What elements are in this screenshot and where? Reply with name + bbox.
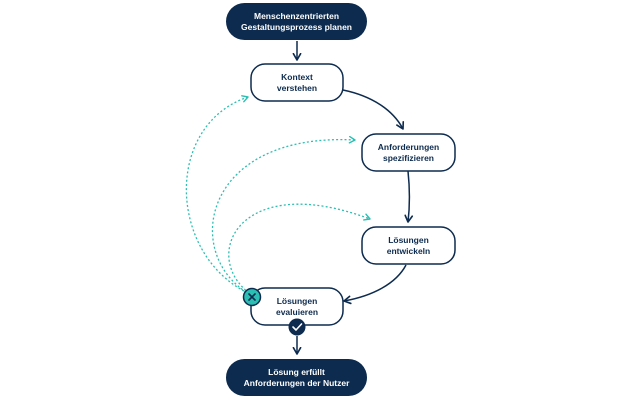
check-icon — [288, 318, 306, 336]
close-icon — [242, 287, 262, 307]
node-evaluate-line2: evaluieren — [276, 307, 318, 317]
node-start: Menschenzentrierten Gestaltungsprozess p… — [226, 3, 367, 40]
arrow-context-to-requirements — [342, 89, 405, 130]
node-context-line1: Kontext — [281, 72, 313, 82]
node-context-line2: verstehen — [277, 83, 317, 93]
node-start-line1: Menschenzentrierten — [254, 11, 339, 21]
node-end-line1: Lösung erfüllt — [268, 367, 325, 377]
node-context: Kontext verstehen — [250, 63, 344, 102]
feedback-arrow-to-solutions — [228, 203, 371, 294]
node-start-line2: Gestaltungsprozess planen — [241, 22, 352, 32]
node-solutions-line2: entwickeln — [387, 246, 430, 256]
feedback-arrow-to-requirements — [212, 135, 356, 293]
node-solutions: Lösungen entwickeln — [361, 226, 456, 265]
feedback-arrow-to-context — [185, 95, 249, 292]
arrow-requirements-to-solutions — [404, 170, 414, 223]
node-requirements: Anforderungen spezifizieren — [361, 133, 456, 172]
node-end-line2: Anforderungen der Nutzer — [244, 378, 350, 388]
node-end: Lösung erfüllt Anforderungen der Nutzer — [226, 359, 367, 396]
node-requirements-line1: Anforderungen — [378, 142, 439, 152]
node-requirements-line2: spezifizieren — [383, 153, 434, 163]
node-evaluate-line1: Lösungen — [277, 296, 318, 306]
node-solutions-line1: Lösungen — [388, 235, 429, 245]
arrow-solutions-to-evaluate — [343, 264, 407, 305]
